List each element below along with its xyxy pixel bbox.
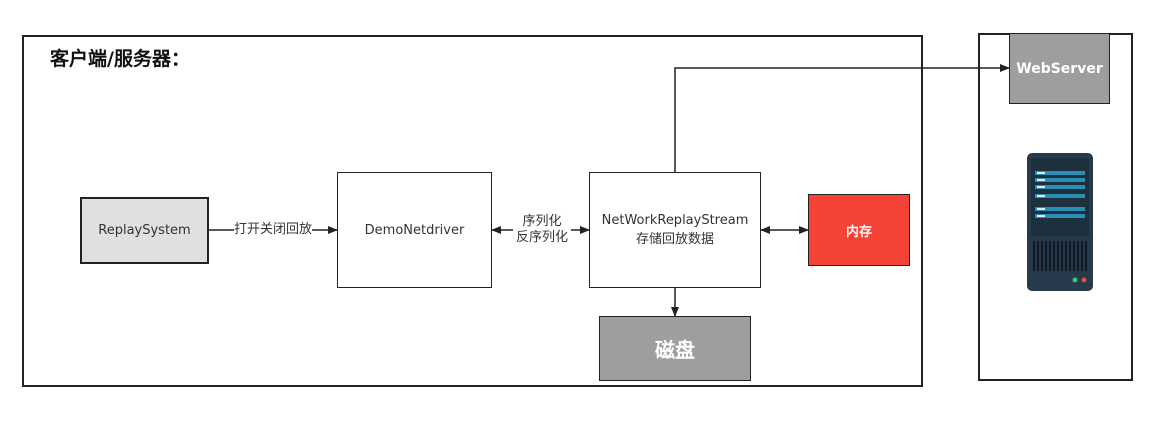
memory-node: 内存 — [808, 194, 910, 266]
webserver-label: WebServer — [1016, 60, 1103, 77]
demo-netdriver-label: DemoNetdriver — [364, 222, 465, 238]
edge-label-serialize-group: 序列化 反序列化 — [513, 214, 571, 246]
edge-stream-to-webserver — [674, 64, 1010, 173]
edge-label-serialize: 序列化 — [522, 214, 562, 229]
demo-netdriver-node: DemoNetdriver — [337, 172, 492, 288]
memory-label: 内存 — [845, 224, 872, 240]
disk-label: 磁盘 — [655, 338, 695, 362]
replay-stream-label-1: NetWorkReplayStream — [601, 213, 749, 228]
edge-label-open-close: 打开关闭回放 — [234, 222, 313, 238]
edge-label-deserialize: 反序列化 — [515, 230, 568, 245]
replay-system-node: ReplaySystem — [80, 197, 209, 264]
client-server-frame — [22, 35, 923, 387]
server-icon — [1027, 153, 1093, 291]
client-server-title: 客户端/服务器： — [50, 48, 190, 70]
replay-system-label: ReplaySystem — [98, 223, 191, 238]
replay-stream-node: NetWorkReplayStream 存储回放数据 — [589, 172, 761, 288]
webserver-node: WebServer — [1009, 33, 1110, 104]
replay-stream-label-2: 存储回放数据 — [635, 232, 714, 247]
disk-node: 磁盘 — [599, 316, 751, 381]
